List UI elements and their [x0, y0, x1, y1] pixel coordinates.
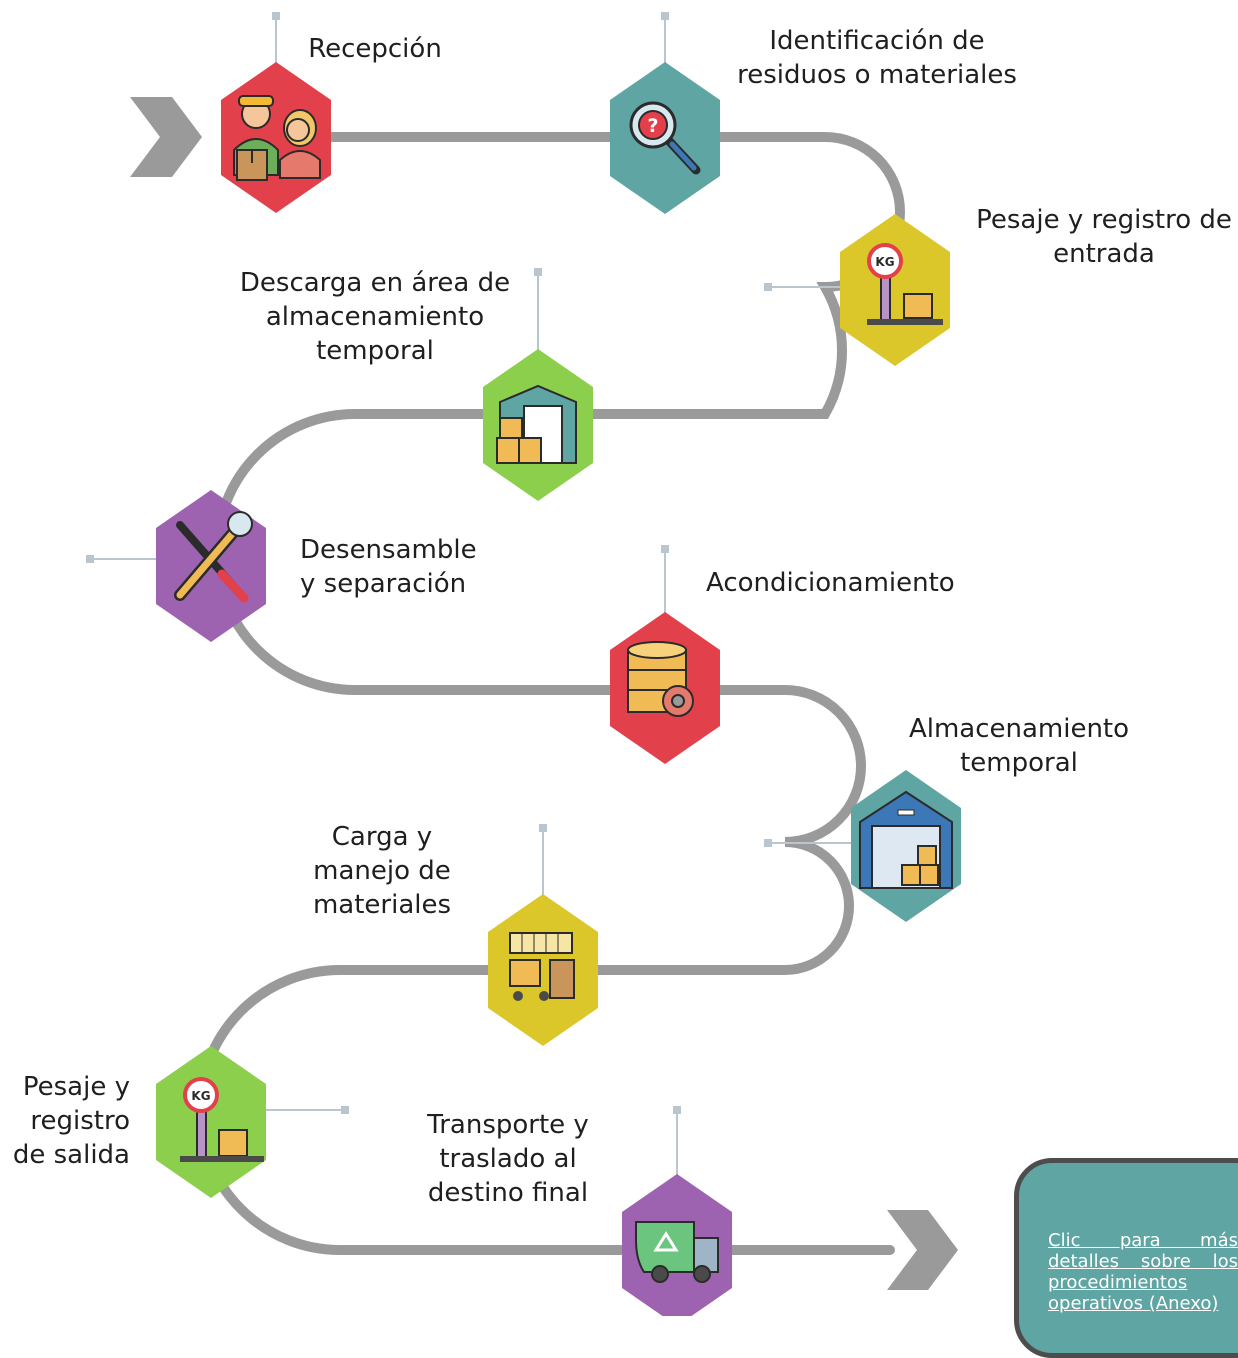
svg-text:KG: KG [191, 1089, 210, 1103]
recycling-truck-icon [635, 1221, 719, 1283]
svg-text:KG: KG [875, 255, 894, 269]
reception-people-icon [233, 95, 321, 181]
step-label-recepcion: Recepción [308, 34, 442, 64]
step-pesaje-entrada: KG [840, 214, 950, 366]
step-label-carga: Carga y manejo de materiales [312, 822, 452, 920]
step-label-transporte: Transporte y traslado al destino final [427, 1110, 589, 1208]
database-gear-icon [627, 641, 694, 717]
warehouse-boxes-icon [496, 384, 577, 464]
step-almacenamiento [851, 770, 961, 922]
hexagon-yellow [840, 214, 950, 366]
step-label-pesaje-entrada: Pesaje y registro de entrada [976, 205, 1232, 269]
annex-link[interactable]: Clic para más detalles sobre los procedi… [1048, 1230, 1238, 1314]
step-label-pesaje-salida: Pesaje y registro de salida [12, 1072, 130, 1170]
step-identificacion: ? [610, 62, 720, 214]
step-acondicionamiento [610, 612, 720, 764]
scale-kg-icon: KG [867, 243, 943, 325]
warehouse-storage-icon [859, 790, 953, 889]
step-pesaje-salida: KG [156, 1046, 266, 1198]
step-label-desensamble: Desensamble y separación [300, 535, 477, 599]
step-label-identificacion: Identificación de residuos o materiales [737, 26, 1017, 90]
connectors [86, 12, 852, 1175]
step-recepcion [221, 62, 331, 213]
hexagon-green [156, 1046, 266, 1198]
forklift-icon [509, 932, 575, 1001]
step-label-almacenamiento: Almacenamiento temporal [908, 714, 1130, 778]
step-label-descarga: Descarga en área de almacenamiento tempo… [239, 268, 511, 366]
wrench-screwdriver-icon [174, 511, 253, 603]
magnifier-question-icon: ? [629, 101, 701, 175]
step-label-acondicionamiento: Acondicionamiento [706, 568, 955, 598]
end-arrow-icon [887, 1210, 958, 1290]
hexagon-yellow [488, 894, 598, 1046]
process-flow-diagram: ? KG [86, 12, 961, 1316]
step-carga [488, 894, 598, 1046]
step-descarga [483, 349, 593, 501]
scale-kg-icon: KG [180, 1077, 264, 1162]
step-desensamble [156, 490, 266, 642]
start-arrow-icon [130, 97, 202, 177]
svg-text:?: ? [647, 115, 658, 137]
step-transporte [622, 1174, 732, 1316]
